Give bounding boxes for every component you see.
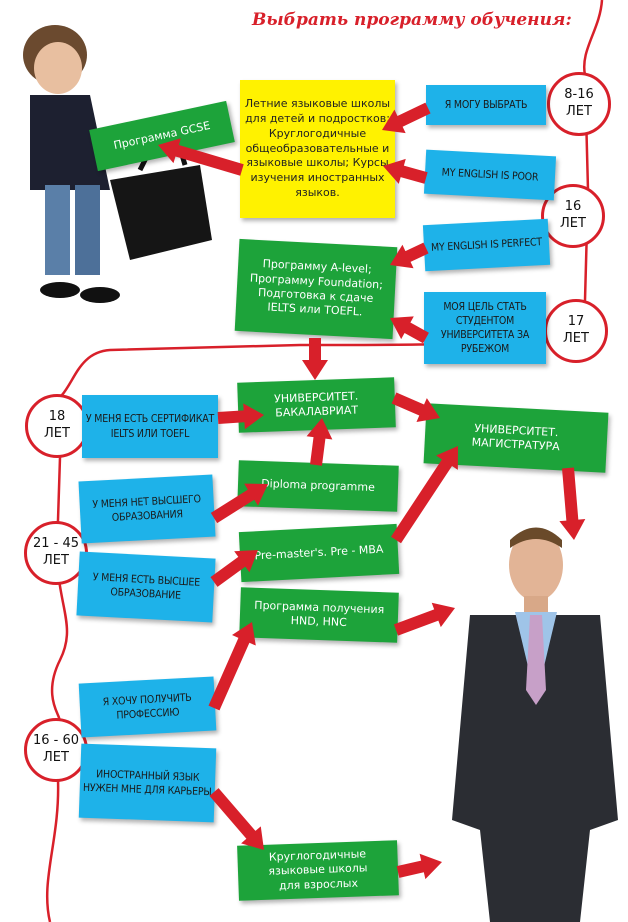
age-range: 17 [567, 314, 585, 330]
condition-can-choose: Я могу выбрать [426, 85, 546, 125]
age-unit: ЛЕТ [566, 104, 592, 119]
condition-english-perfect: My English is perfect [422, 218, 551, 272]
age-unit: ЛЕТ [43, 553, 69, 568]
man-photo [452, 527, 618, 922]
age-range: 21 - 45 [32, 536, 80, 552]
program-adult-language-schools: Круглогодичные языковые школы для взросл… [237, 840, 399, 901]
condition-study-abroad: Моя цель стать студентом университета за… [424, 292, 546, 364]
age-range: 18 [48, 409, 66, 425]
program-alevel-foundation: Программу A-level; Программу Foundation;… [234, 238, 398, 340]
program-master: УНИВЕРСИТЕТ. МАГИСТРАТУРА [423, 403, 609, 473]
condition-want-profession: Я хочу получить профессию [78, 676, 217, 738]
page-title: Выбрать программу обучения: [252, 10, 572, 30]
age-unit: ЛЕТ [563, 331, 589, 346]
program-diploma: Diploma programme [237, 460, 399, 512]
age-unit: ЛЕТ [43, 750, 69, 765]
condition-english-poor: My English is poor [423, 149, 557, 201]
program-premaster-mba: Pre-master's. Pre - MBA [238, 523, 400, 583]
age-unit: ЛЕТ [560, 216, 586, 231]
age-unit: ЛЕТ [44, 426, 70, 441]
condition-no-higher-education: У меня нет высшего образования [78, 474, 216, 544]
program-bachelor: УНИВЕРСИТЕТ. БАКАЛАВРИАТ [237, 377, 396, 433]
boy-photo [23, 25, 212, 303]
age-range: 16 - 60 [32, 733, 80, 749]
condition-language-for-career: Иностранный язык нужен мне для карьеры [78, 743, 217, 823]
program-hnd-hnc: Программа получения HND, HNC [239, 587, 399, 643]
age-range: 8-16 [564, 87, 594, 103]
program-language-schools: Летние языковые школы для детей и подрос… [240, 80, 395, 218]
condition-has-higher-education: У меня есть высшее образование [76, 551, 216, 623]
age-range: 16 [564, 199, 582, 215]
condition-has-certificate: У меня есть сертификат IELTS или TOEFL [82, 395, 218, 458]
